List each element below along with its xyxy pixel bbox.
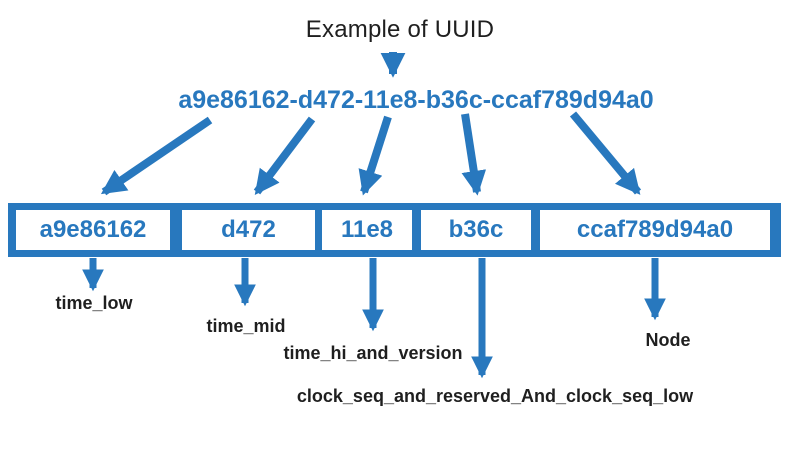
uuid-segment-box-time-low: a9e86162 [16, 210, 170, 250]
field-label-time-low: time_low [55, 293, 133, 313]
uuid-to-box-arrow-clock-seq [461, 113, 487, 196]
uuid-segment-bar: a9e86162 d472 11e8 b36c ccaf789d94a0 [8, 203, 781, 257]
field-label-time-mid: time_mid [206, 316, 286, 336]
uuid-to-box-arrow-time-mid [253, 116, 316, 195]
uuid-segment-box-clock-seq: b36c [421, 210, 531, 250]
uuid-segment-box-time-mid: d472 [182, 210, 315, 250]
uuid-to-box-arrow-time-hi [358, 115, 392, 196]
uuid-to-box-arrow-time-low [100, 116, 213, 196]
page-title: Example of UUID [305, 16, 495, 43]
uuid-segment-box-node: ccaf789d94a0 [540, 210, 770, 250]
field-label-clock-seq-and-reserved: clock_seq_and_reserved_And_clock_seq_low [296, 386, 694, 406]
field-label-node: Node [645, 330, 691, 350]
field-label-time-hi-and-version: time_hi_and_version [283, 343, 463, 363]
uuid-value-text: a9e86162-d472-11e8-b36c-ccaf789d94a0 [178, 86, 654, 114]
uuid-to-box-arrow-node [569, 111, 642, 195]
uuid-segment-box-time-hi: 11e8 [322, 210, 412, 250]
